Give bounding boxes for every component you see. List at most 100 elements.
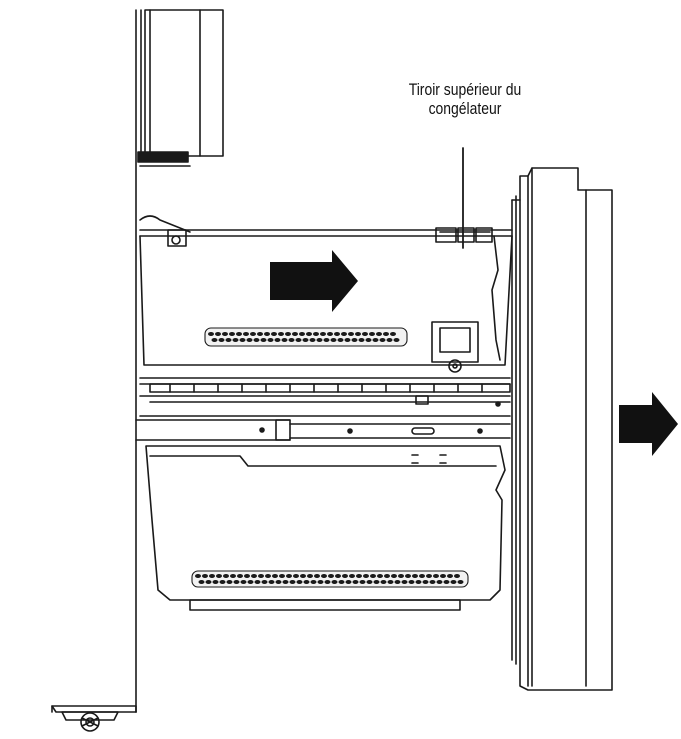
grille-slot: [300, 574, 306, 578]
grille-slot: [223, 574, 229, 578]
grille-slot: [233, 580, 240, 584]
grille-slot: [288, 338, 295, 342]
grille-slot: [369, 332, 375, 336]
callout-line-1: Tiroir supérieur du: [408, 80, 522, 99]
grille-slot: [307, 574, 313, 578]
grille-slot: [323, 338, 330, 342]
grille-slot: [447, 574, 453, 578]
grille-slot: [243, 332, 249, 336]
grille-slot: [394, 580, 401, 584]
grille-slot: [314, 574, 320, 578]
grille-slot: [317, 580, 324, 584]
grille-slot: [324, 580, 331, 584]
slide-rail-assembly: [135, 377, 511, 441]
grille-slot: [285, 332, 291, 336]
arrow-right-icon: [270, 250, 358, 312]
grille-slot: [320, 332, 326, 336]
grille-slot: [328, 574, 334, 578]
grille-slot: [379, 338, 386, 342]
grille-slot: [292, 332, 298, 336]
grille-slot: [436, 580, 443, 584]
grille-slot: [293, 574, 299, 578]
grille-slot: [355, 332, 361, 336]
grille-slot: [306, 332, 312, 336]
grille-slot: [380, 580, 387, 584]
grille-slot: [230, 574, 236, 578]
grille-slot: [279, 574, 285, 578]
grille-slot: [299, 332, 305, 336]
grille-slot: [344, 338, 351, 342]
grille-slot: [335, 574, 341, 578]
grille-slot: [351, 338, 358, 342]
grille-slot: [225, 338, 232, 342]
grille-slot: [454, 574, 460, 578]
grille-slot: [251, 574, 257, 578]
grille-slot: [338, 580, 345, 584]
grille-slot: [244, 574, 250, 578]
grille-slot: [387, 580, 394, 584]
grille-slot: [211, 338, 218, 342]
grille-slot: [237, 574, 243, 578]
grille-slot: [215, 332, 221, 336]
grille-slot: [384, 574, 390, 578]
grille-slot: [365, 338, 372, 342]
grille-slot: [219, 580, 226, 584]
cabinet-side-wall: [51, 9, 142, 713]
grille-slot: [310, 580, 317, 584]
grille-slot: [386, 338, 393, 342]
grille-slot: [254, 580, 261, 584]
grille-slot: [334, 332, 340, 336]
grille-slot: [345, 580, 352, 584]
grille-slot: [321, 574, 327, 578]
grille-slot: [218, 338, 225, 342]
grille-slot: [226, 580, 233, 584]
grille-slot: [443, 580, 450, 584]
grille-slot: [278, 332, 284, 336]
grille-slot: [260, 338, 267, 342]
grille-slot: [202, 574, 208, 578]
grille-slot: [457, 580, 464, 584]
grille-slot: [229, 332, 235, 336]
grille-slot: [286, 574, 292, 578]
grille-slot: [302, 338, 309, 342]
grille-slot: [236, 332, 242, 336]
grille-slot: [359, 580, 366, 584]
grille-slot: [362, 332, 368, 336]
grille-slot: [433, 574, 439, 578]
grille-slot: [271, 332, 277, 336]
grille-slot: [370, 574, 376, 578]
grille-slot: [415, 580, 422, 584]
grille-slot: [264, 332, 270, 336]
grille-slot: [341, 332, 347, 336]
grille-slot: [331, 580, 338, 584]
upper-bin: [137, 9, 224, 167]
grille-slot: [316, 338, 323, 342]
grille-slot: [363, 574, 369, 578]
grille-slot: [281, 338, 288, 342]
grille-slot: [372, 338, 379, 342]
grille-slot: [419, 574, 425, 578]
grille-slot: [216, 574, 222, 578]
grille-slot: [272, 574, 278, 578]
grille-slot: [366, 580, 373, 584]
lower-freezer-basket: [145, 445, 506, 611]
grille-slot: [412, 574, 418, 578]
grille-slot: [250, 332, 256, 336]
grille-slot: [373, 580, 380, 584]
grille-slot: [422, 580, 429, 584]
grille-slot: [282, 580, 289, 584]
grille-slot: [390, 332, 396, 336]
upper-vent-grille: [204, 327, 408, 347]
grille-slot: [296, 580, 303, 584]
grille-slot: [198, 580, 205, 584]
grille-slot: [330, 338, 337, 342]
grille-slot: [274, 338, 281, 342]
grille-slot: [383, 332, 389, 336]
grille-slot: [313, 332, 319, 336]
grille-slot: [358, 338, 365, 342]
grille-slot: [265, 574, 271, 578]
grille-slot: [377, 574, 383, 578]
leveling-foot: [61, 711, 119, 732]
grille-slot: [208, 332, 214, 336]
